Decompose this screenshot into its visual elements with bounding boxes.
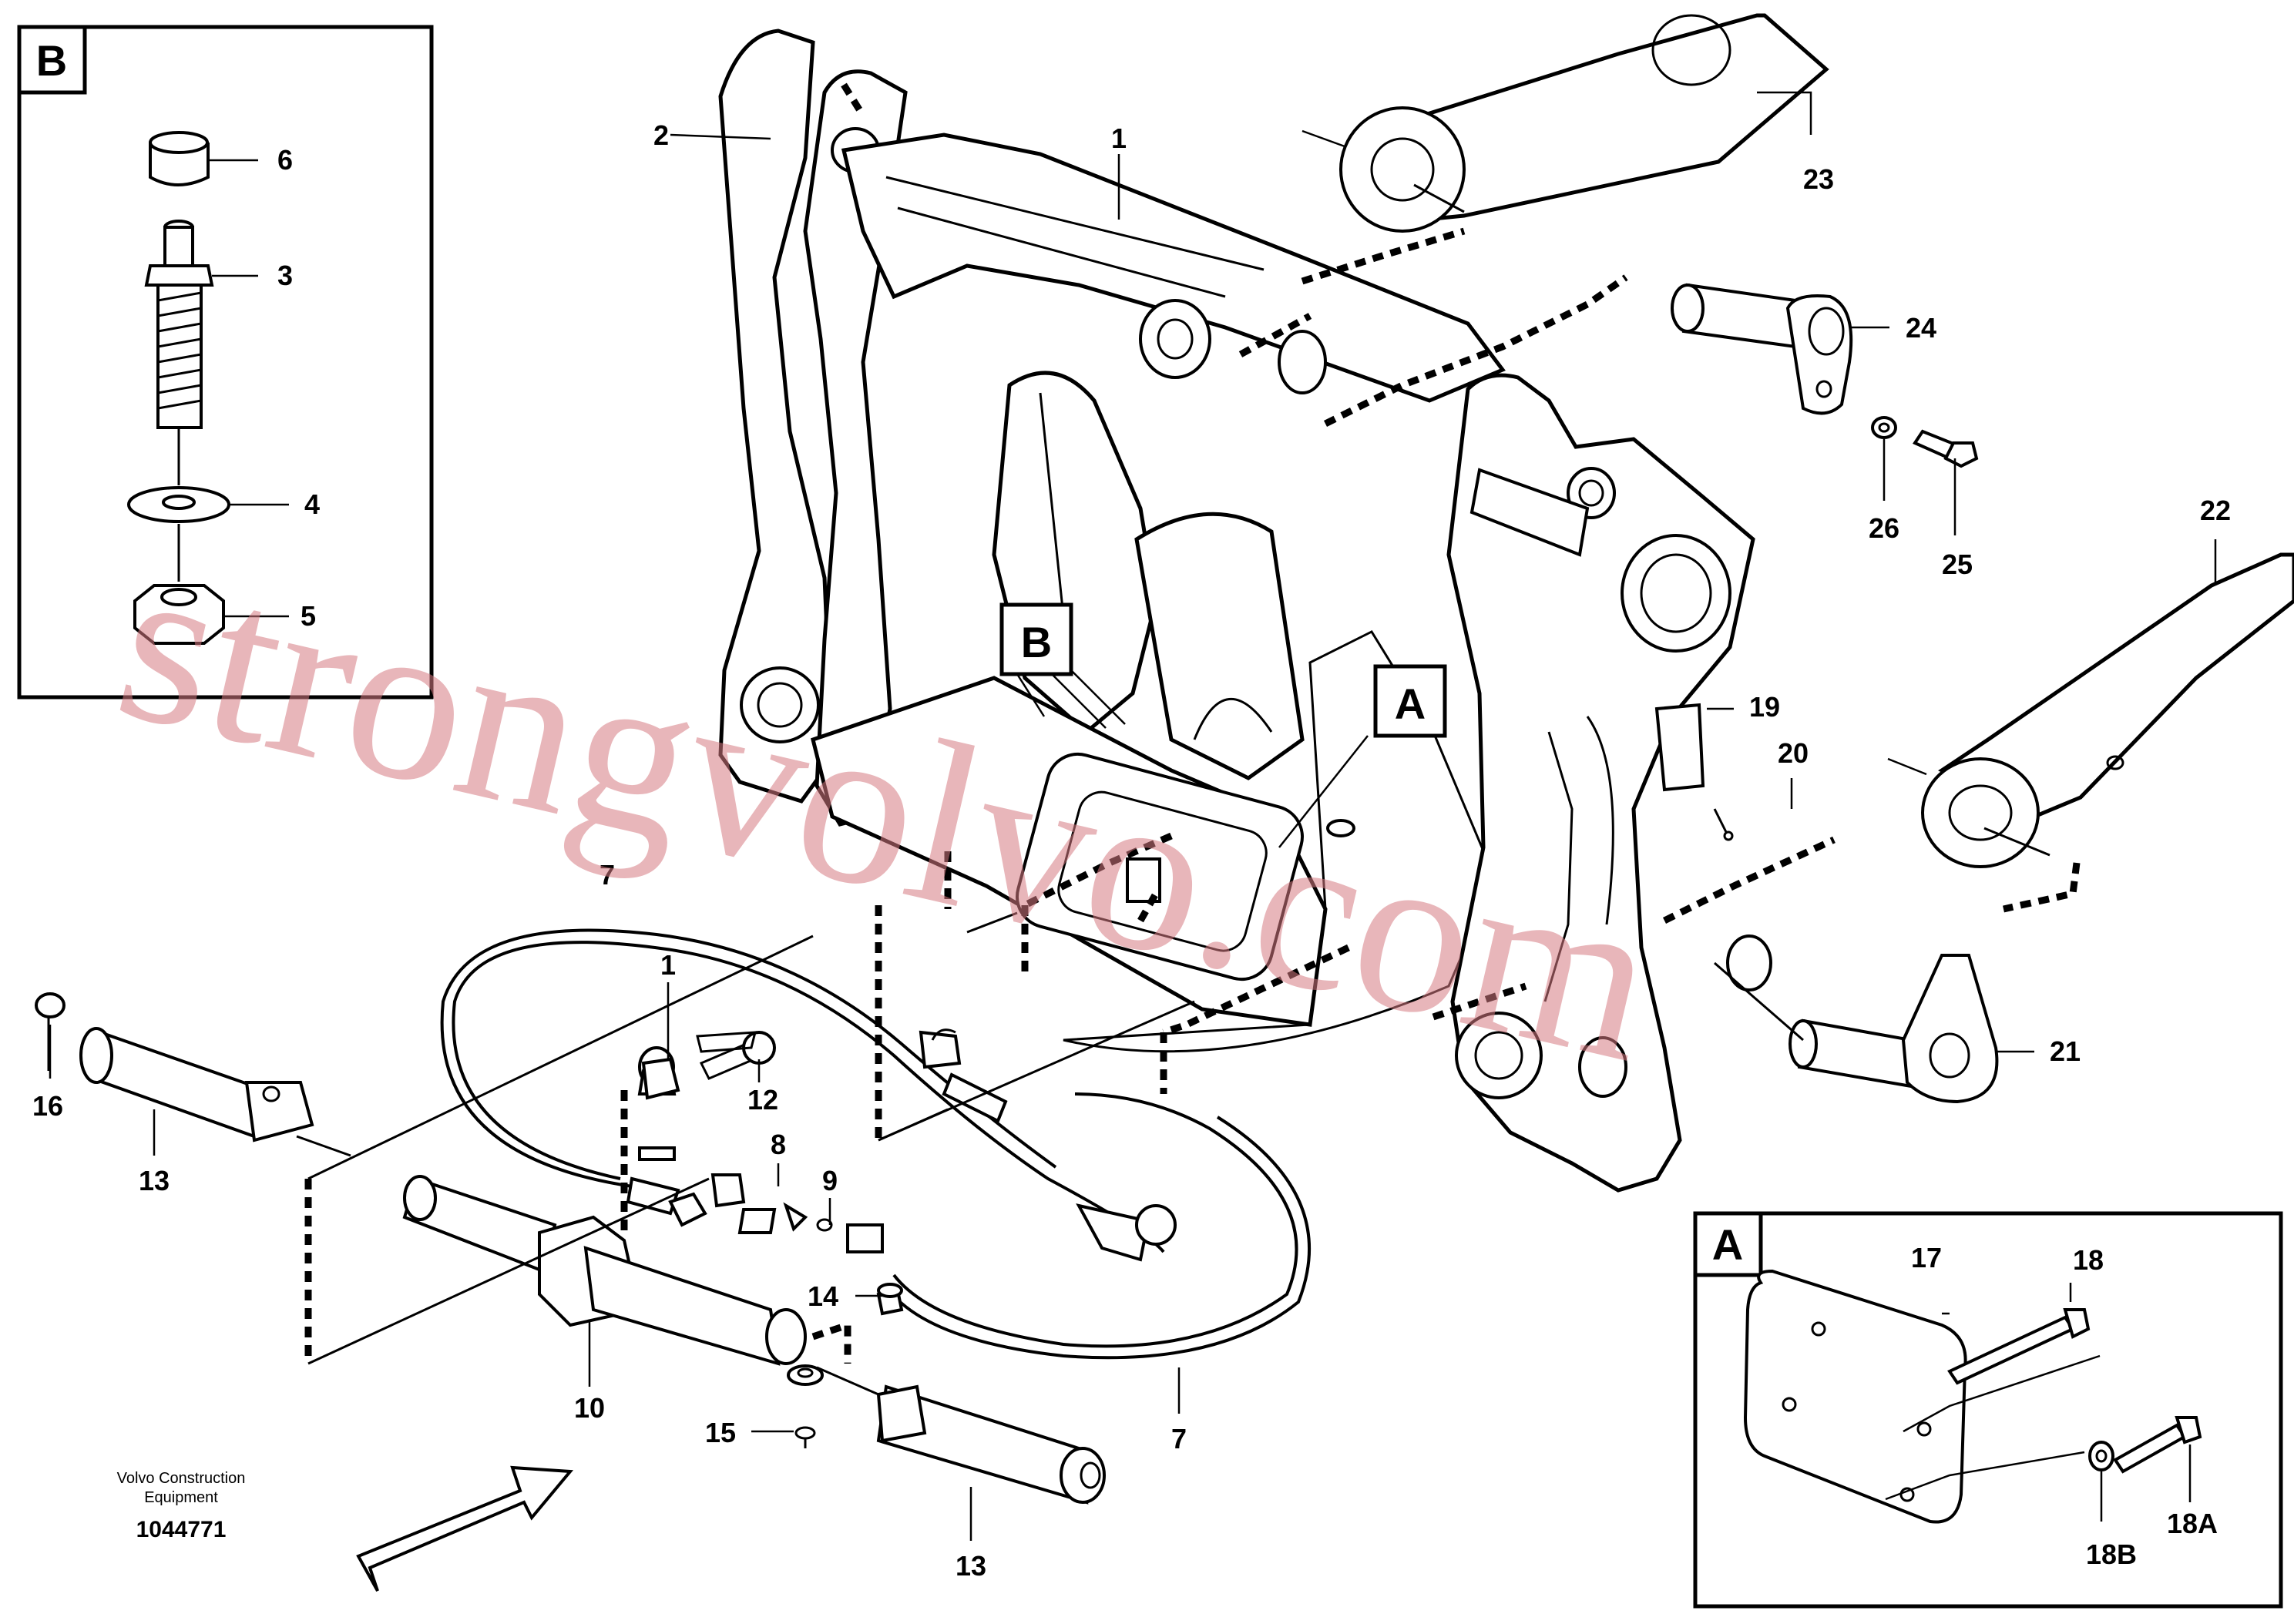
marker-a-label: A: [1395, 679, 1426, 728]
cover-plate-17: [1743, 1269, 1967, 1524]
bolt-25-washer-26: [1871, 416, 1979, 468]
watermark-text: strongvolvo.com: [99, 510, 1677, 1111]
callout-12: 12: [747, 1084, 778, 1116]
callout-14: 14: [808, 1280, 838, 1312]
hook-tongue: [992, 371, 1158, 735]
caption-line-1: Volvo Construction: [117, 1470, 246, 1487]
callout-25: 25: [1942, 549, 1973, 580]
bolt-18: [1947, 1308, 2091, 1385]
detail-a-label: A: [1712, 1220, 1743, 1269]
callout-17: 17: [1911, 1242, 1942, 1273]
callout-26: 26: [1869, 512, 1899, 544]
detail-b-label: B: [36, 36, 67, 85]
callout-15: 15: [705, 1417, 736, 1448]
callout-1-lower: 1: [660, 949, 676, 981]
fittings-8-9: [626, 1173, 884, 1253]
pin-24: [1671, 283, 1853, 415]
callout-23: 23: [1803, 163, 1834, 195]
forward-direction-arrow: [356, 1465, 574, 1592]
detail-a-tag: [1693, 1211, 1763, 1277]
cap-part: [149, 131, 210, 186]
right-upper-bore: [1621, 534, 1731, 653]
callout-18a: 18A: [2167, 1508, 2218, 1539]
callout-6: 6: [277, 144, 293, 176]
callout-8: 8: [771, 1129, 786, 1160]
tool-carrier-frame: [718, 29, 1772, 1193]
watermark: strongvolvo.com: [99, 510, 1677, 1111]
callout-19: 19: [1749, 691, 1780, 723]
connecting-lines: [296, 911, 1195, 1396]
inner-left-plate: [803, 69, 908, 827]
callout-2: 2: [653, 119, 669, 151]
caption-line-2: Equipment: [144, 1489, 218, 1506]
callout-20: 20: [1778, 737, 1809, 769]
callout-13-lower: 13: [956, 1550, 986, 1582]
left-dashed-lines: [304, 851, 1159, 1364]
callout-5: 5: [301, 600, 316, 632]
pin-21: [1714, 954, 1999, 1104]
callout-21: 21: [2050, 1035, 2081, 1067]
decal-19-rivet-20: [1654, 703, 1734, 841]
cylinder-13-lower: [876, 1384, 1106, 1505]
figure-part-number: 1044771: [136, 1517, 227, 1542]
lower-link-22: [1887, 552, 2294, 913]
callout-24: 24: [1906, 312, 1936, 344]
cylinder-13-upper: [35, 992, 314, 1143]
callout-10: 10: [574, 1392, 605, 1424]
washer-part: [127, 486, 230, 523]
detail-b-frame: [17, 25, 434, 700]
right-lower-bore: [1455, 1012, 1543, 1099]
callout-4: 4: [304, 488, 320, 520]
callout-3: 3: [277, 260, 293, 291]
bolt-18a-washer-18b: [2088, 1416, 2202, 1474]
detail-b-panel: B 6 3 4 5: [17, 25, 434, 700]
left-lower-bore: [740, 666, 820, 743]
top-crossbeam: [841, 133, 1506, 403]
callout-16: 16: [32, 1090, 63, 1122]
bushing-and-screw: [641, 1031, 904, 1316]
hydraulic-hose-7: [440, 928, 1311, 1360]
callout-9: 9: [822, 1165, 838, 1196]
small-plate: [1126, 857, 1161, 903]
callout-22: 22: [2200, 495, 2231, 526]
left-side-plate: [718, 29, 835, 804]
callout-1: 1: [1111, 122, 1127, 154]
leader-lines: [49, 91, 2217, 1541]
marker-b-label: B: [1021, 618, 1052, 666]
callout-13-upper: 13: [139, 1165, 170, 1196]
center-bore: [1139, 299, 1211, 379]
center-web: [1134, 512, 1305, 780]
detail-b-tag: [17, 25, 87, 95]
marker-b-box: B: [999, 602, 1126, 729]
callout-numbers: 1 2 23 24 26 25 22 19 20 21 7 1 12 8 9 1…: [32, 119, 2231, 1582]
callout-18b: 18B: [2086, 1538, 2137, 1570]
callout-18: 18: [2073, 1244, 2104, 1276]
callout-7-upper: 7: [600, 859, 615, 891]
upper-link-23: [1302, 13, 1829, 233]
cylinder-10: [402, 1175, 824, 1386]
detail-a-panel: A 17 18 18A 18B: [1693, 1211, 2283, 1609]
callout-7-lower: 7: [1171, 1423, 1187, 1455]
stud-part: [144, 220, 214, 429]
marker-a-box: A: [1278, 664, 1447, 848]
nut-part: [133, 584, 225, 645]
